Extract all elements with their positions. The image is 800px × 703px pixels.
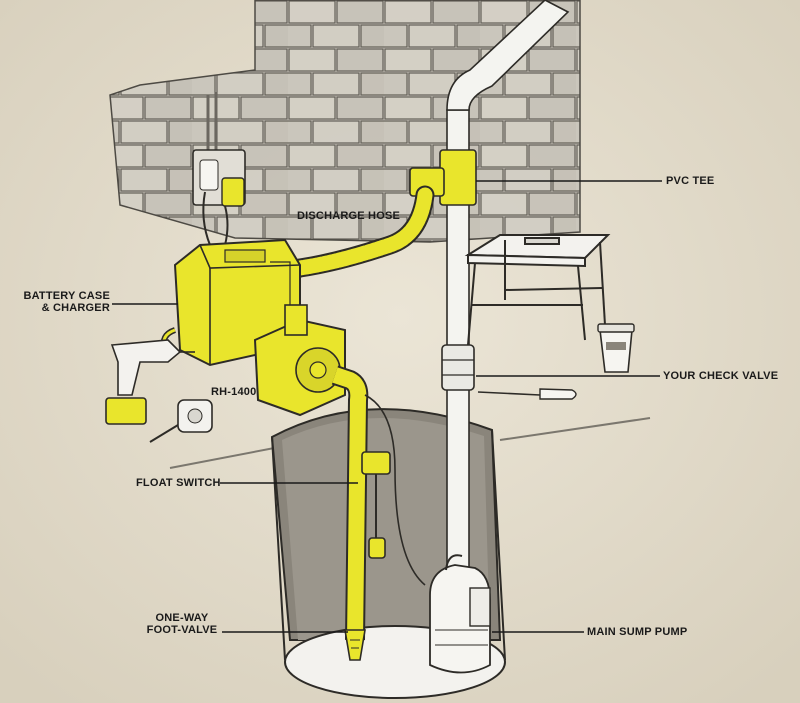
label-discharge-hose: DISCHARGE HOSE xyxy=(297,210,401,222)
tape-measure-icon xyxy=(149,399,213,443)
label-battery-case-line2: & CHARGER xyxy=(41,302,110,314)
label-float-switch: FLOAT SWITCH xyxy=(136,477,221,489)
label-rh-1400: RH-1400 xyxy=(211,386,257,398)
step-stool-icon xyxy=(464,234,611,346)
electrical-outlet xyxy=(192,92,246,246)
label-pvc-tee: PVC TEE xyxy=(666,175,715,187)
label-your-check-valve: YOUR CHECK VALVE xyxy=(663,370,779,382)
leader-lines xyxy=(112,180,662,633)
coffee-cup-icon xyxy=(597,323,635,373)
cordless-drill-icon xyxy=(105,339,195,425)
screwdriver-icon xyxy=(477,388,577,400)
float-switch xyxy=(361,451,391,559)
label-battery-case-line1: BATTERY CASE xyxy=(23,290,110,302)
foot-valve xyxy=(344,629,366,661)
floor-line xyxy=(169,417,651,469)
label-one-way-line2: FOOT-VALVE xyxy=(146,624,218,636)
label-one-way-line1: ONE-WAY xyxy=(155,612,209,624)
suction-pipe xyxy=(331,365,369,661)
power-cord xyxy=(364,394,426,586)
main-sump-pump xyxy=(429,554,491,674)
label-one-way-foot-valve: ONE-WAY FOOT-VALVE xyxy=(140,612,224,636)
rh-1400-pump xyxy=(253,304,346,417)
pvc-discharge-pipe xyxy=(441,0,570,591)
label-battery-case: BATTERY CASE & CHARGER xyxy=(20,290,110,314)
check-valve-body xyxy=(441,344,475,391)
label-main-sump-pump: MAIN SUMP PUMP xyxy=(587,626,688,638)
